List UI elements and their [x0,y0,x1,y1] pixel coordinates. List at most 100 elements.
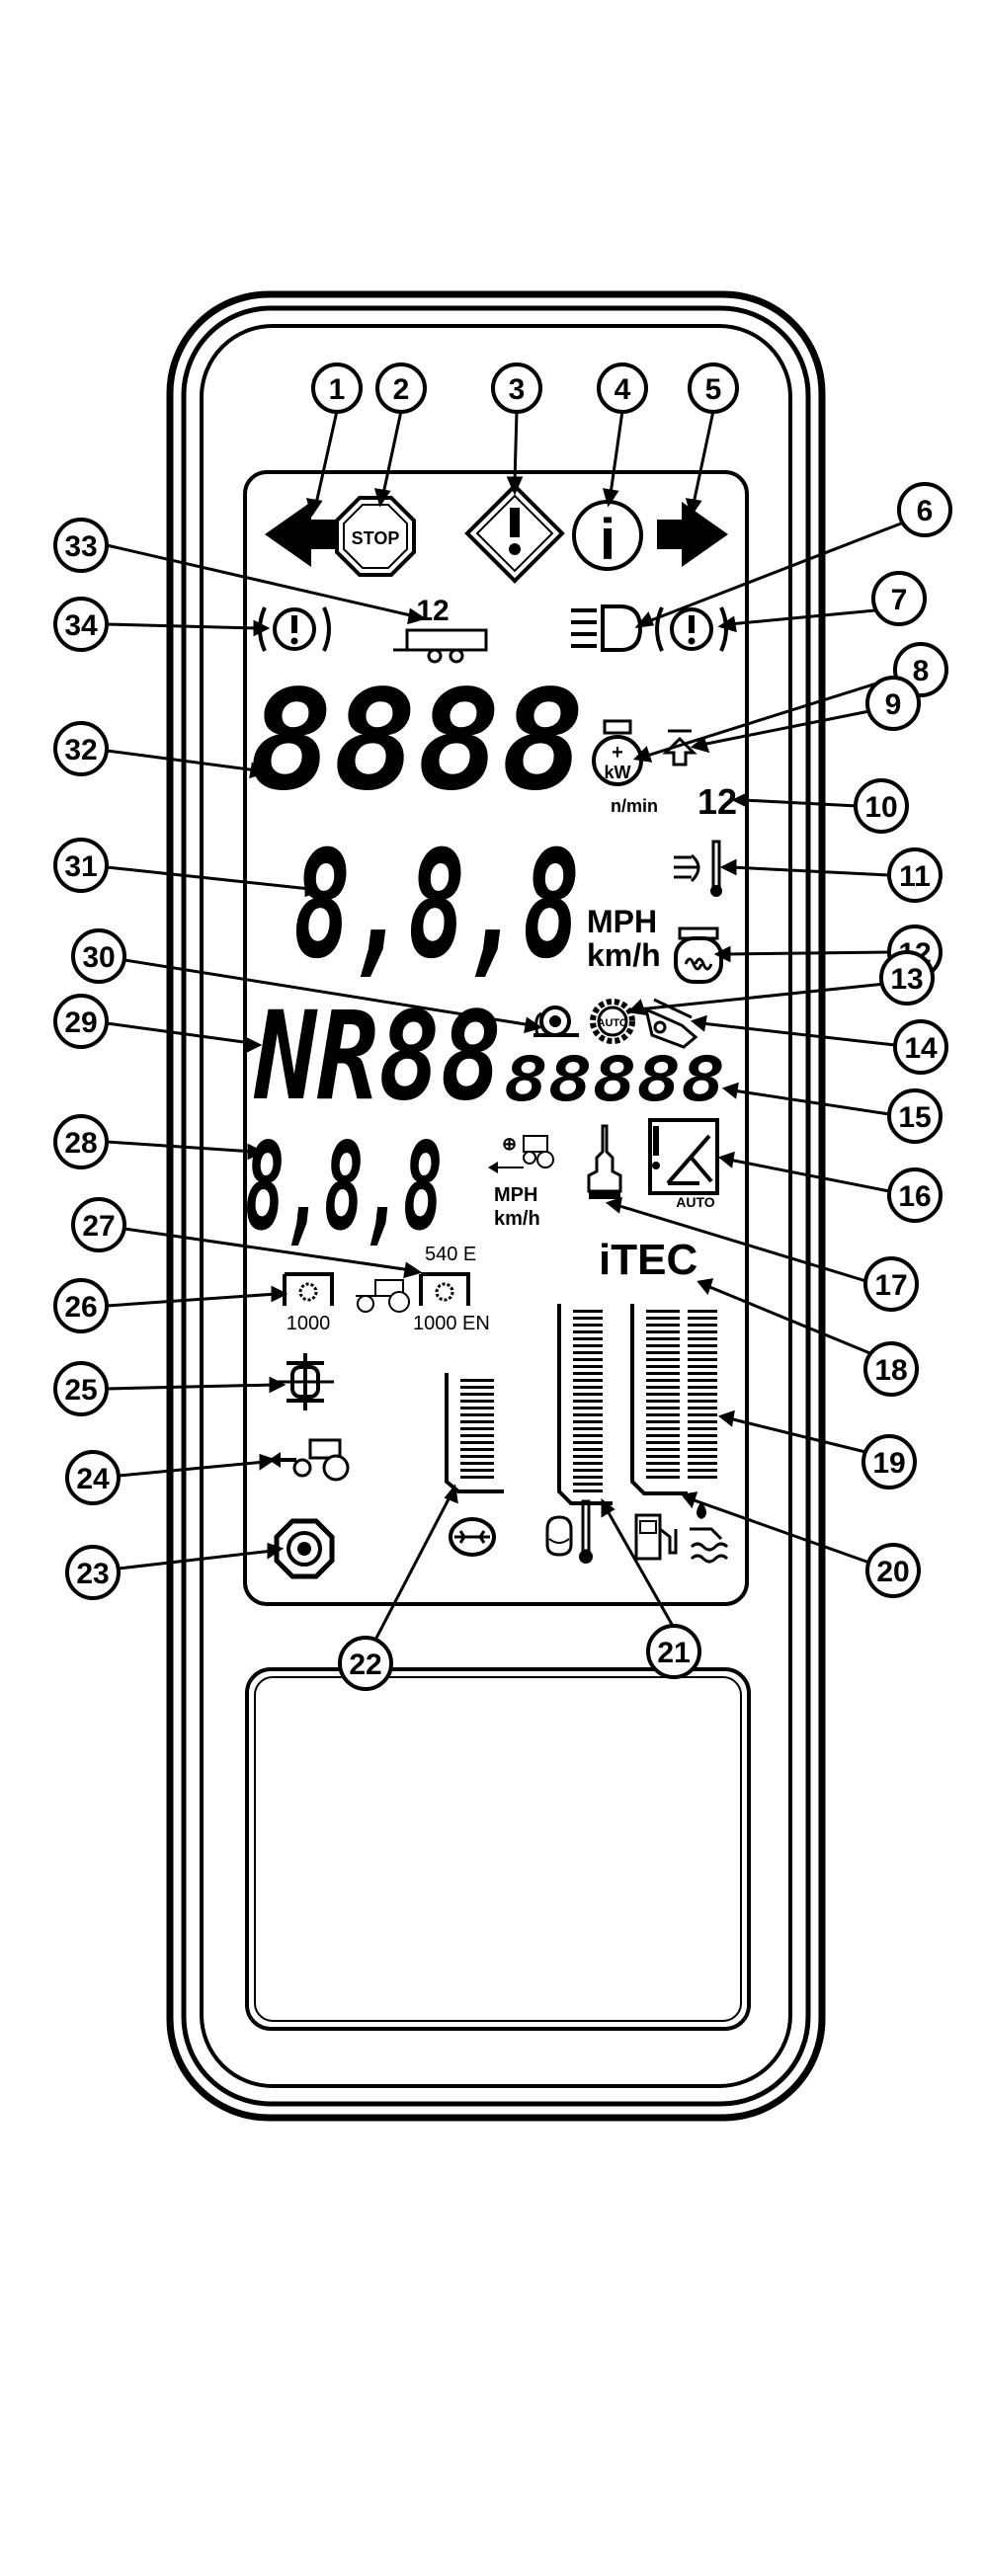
gauge-segment [460,1379,494,1382]
small-unit-mph: MPH [494,1184,537,1206]
svg-text:17: 17 [874,1269,907,1302]
stop-sign-inner [343,504,408,569]
gauge-segment [646,1386,680,1389]
svg-text:13: 13 [890,963,923,996]
callout-34: 34 [53,597,109,652]
gauge-segment [573,1358,603,1361]
svg-text:⊕: ⊕ [502,1134,517,1154]
gauge-segment [688,1448,717,1451]
gauge-segment [573,1351,603,1354]
callout-1: 1 [311,362,363,414]
panel-outer-frame [166,290,826,2122]
pto-1000en-label: 1000 EN [413,1313,490,1334]
headlight-icon [571,604,643,652]
twelve-label: 12 [697,781,737,822]
gauge-segment [646,1455,680,1458]
gauge-segment [688,1358,717,1361]
callout-6: 6 [897,482,952,537]
four-wheel-drive-icon [269,1438,350,1482]
gauge-segment [573,1469,603,1472]
small-display: 88888 [504,1043,725,1115]
leader-lines [106,410,902,1645]
svg-text:31: 31 [64,850,97,883]
gauge-segment [573,1365,603,1368]
gauge-segment [573,1420,603,1423]
gauge-22 [445,1373,504,1493]
gauge-segment [688,1365,717,1368]
gauge-segment [688,1455,717,1458]
gauge-segment [688,1351,717,1354]
svg-text:15: 15 [898,1101,931,1134]
svg-text:11: 11 [899,860,931,893]
gauge-segment [688,1420,717,1423]
gauge-segment [460,1455,494,1458]
gauge-segment [688,1310,717,1313]
gauge-20 [630,1304,717,1495]
gauge-segment [573,1455,603,1458]
gauge-segment [573,1427,603,1430]
gauge-segment [460,1407,494,1409]
callout-28: 28 [53,1114,109,1169]
gauge-segment [646,1324,680,1327]
warning-icon-inner [475,494,554,573]
rear-pto-icon [283,1272,334,1306]
svg-text:4: 4 [615,373,631,406]
callout-10: 10 [854,778,909,834]
gauge-segment [460,1393,494,1396]
trailer-number: 12 [416,595,449,627]
callout-31: 31 [53,838,109,893]
callout-11: 11 [887,847,943,903]
gauge-segment [646,1358,680,1361]
def-fluid-icon [690,1501,729,1564]
svg-text:34: 34 [64,609,98,642]
svg-text:9: 9 [885,688,902,721]
gauge-segment [688,1462,717,1465]
lcd-window [243,470,749,1606]
svg-text:8: 8 [913,655,930,687]
steering-auto-icon: AUTO [648,1118,719,1210]
differential-icon-bottom [449,1517,496,1557]
stop-sign-icon [335,496,416,577]
gauge-segment [646,1413,680,1416]
svg-text:33: 33 [64,530,97,563]
gauge-segment [460,1476,494,1479]
callout-7: 7 [871,571,927,626]
gauge-segment [573,1310,603,1313]
gauge-segment [688,1407,717,1409]
gauge-segment [646,1365,680,1368]
lower-screen-inner [254,1676,742,2022]
gauge-segment [460,1400,494,1403]
gauge-segment [573,1344,603,1347]
gauge-segment [688,1400,717,1403]
svg-text:+: + [612,742,623,764]
svg-text:26: 26 [64,1291,97,1324]
svg-text:14: 14 [904,1032,938,1065]
callout-13: 13 [879,950,935,1006]
callout-15: 15 [887,1088,943,1144]
gauge-segment [460,1413,494,1416]
gauge-segment [646,1337,680,1340]
gear-display: NR88 [253,986,502,1128]
callout-19: 19 [861,1434,917,1489]
hitch-icon [643,998,698,1049]
gauge-segment [688,1324,717,1327]
rpm-unit: n/min [611,796,658,816]
exhaust-temperature-icon [674,840,722,897]
tractor-icon-pto [356,1279,410,1313]
creeper-icon [533,1006,579,1037]
gauge-segment [573,1400,603,1403]
gauge-segment [573,1324,603,1327]
gauge-segment [573,1434,603,1437]
gauge-segment [688,1413,717,1416]
pto-1000-label: 1000 [287,1313,331,1334]
callout-27: 27 [71,1197,126,1252]
callout-32: 32 [53,721,109,776]
callout-17: 17 [863,1256,919,1312]
warning-icon [464,483,565,584]
svg-text:6: 6 [917,495,934,527]
gauge-segment [688,1434,717,1437]
info-label: i [600,508,615,572]
gauge-segment [646,1400,680,1403]
gauge-segment [646,1330,680,1333]
gauge-segment [646,1462,680,1465]
